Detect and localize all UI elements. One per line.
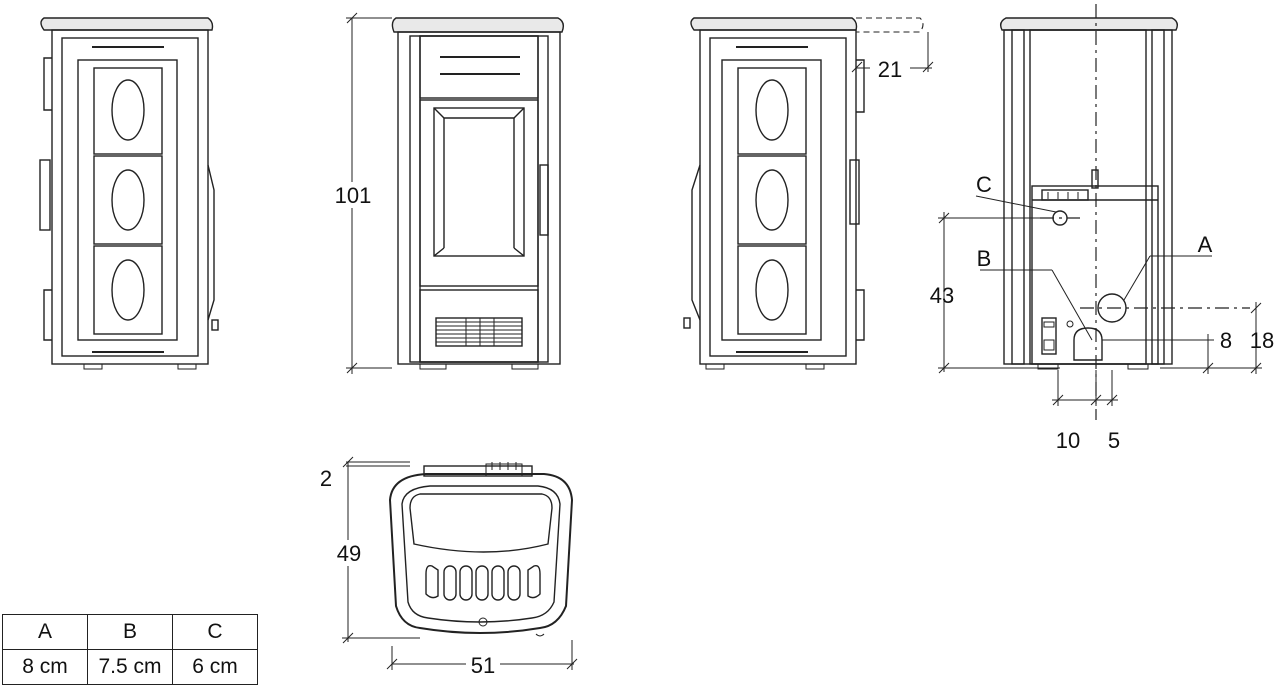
height-dimension <box>332 12 392 374</box>
side-view-left <box>39 17 219 370</box>
dim-5-label: 5 <box>1108 428 1120 453</box>
table-value-a: 8 cm <box>2 649 88 685</box>
hole-b-label: B <box>977 246 992 271</box>
top-gap-label: 2 <box>320 466 332 491</box>
dim-18-label: 18 <box>1250 328 1274 353</box>
top-view-vents <box>425 564 541 601</box>
table-value-c: 6 cm <box>172 649 258 685</box>
height-43-label: 43 <box>930 283 954 308</box>
width-label: 51 <box>471 653 495 678</box>
table-header-row: A B C <box>2 614 258 650</box>
height-label: 101 <box>335 183 372 208</box>
hole-c-label: C <box>976 172 992 197</box>
table-value-b: 7.5 cm <box>87 649 173 685</box>
flue-offset-label: 21 <box>878 57 902 82</box>
dim-8-label: 8 <box>1220 328 1232 353</box>
dim-10-label: 10 <box>1056 428 1080 453</box>
table-row: 8 cm 7.5 cm 6 cm <box>2 649 258 685</box>
flue-diameter-table: A B C 8 cm 7.5 cm 6 cm <box>2 614 258 685</box>
rear-view <box>938 4 1262 420</box>
table-header-b: B <box>87 614 173 650</box>
top-view <box>332 456 578 678</box>
table-header-c: C <box>172 614 258 650</box>
front-grille <box>435 317 523 347</box>
front-view <box>391 17 565 370</box>
hole-a-label: A <box>1198 232 1213 257</box>
side-view-right <box>683 17 934 370</box>
depth-label: 49 <box>337 541 361 566</box>
table-header-a: A <box>2 614 88 650</box>
